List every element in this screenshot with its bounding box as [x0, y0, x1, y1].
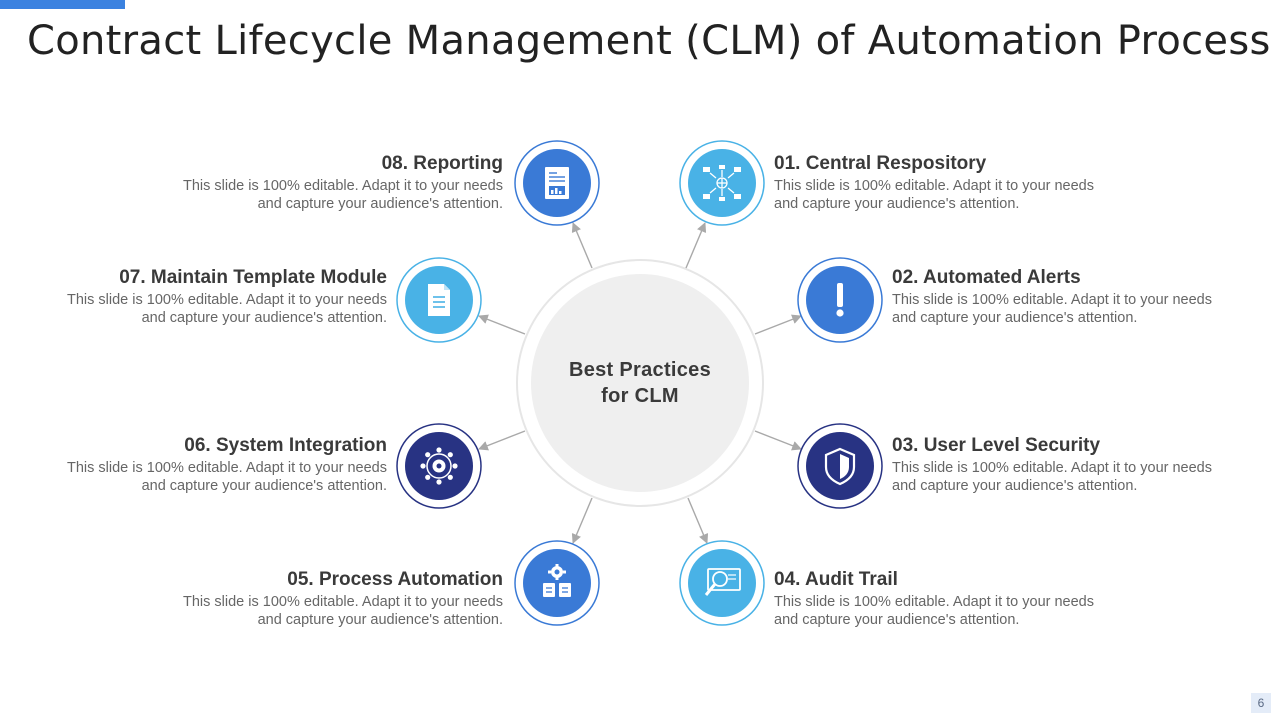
item-title: 01. Central Respository [774, 153, 987, 174]
item-description: This slide is 100% editable. Adapt it to… [67, 292, 387, 326]
hub-label-line-2: for CLM [601, 385, 679, 407]
node-01 [679, 140, 765, 226]
connector-04 [687, 497, 709, 544]
item-description: This slide is 100% editable. Adapt it to… [892, 292, 1212, 326]
item-user-level-security: 03. User Level Security This slide is 10… [892, 434, 1237, 495]
connector-03 [754, 430, 802, 451]
hub [516, 259, 764, 507]
item-description: This slide is 100% editable. Adapt it to… [774, 594, 1094, 628]
item-description: This slide is 100% editable. Adapt it to… [183, 594, 503, 628]
item-title: 06. System Integration [184, 435, 387, 456]
magnifier-monitor-icon [704, 568, 741, 596]
node-04 [679, 540, 765, 626]
node-07 [396, 257, 482, 343]
item-automated-alerts: 02. Automated Alerts This slide is 100% … [892, 266, 1237, 327]
document-icon [428, 284, 450, 316]
slide-title: Contract Lifecycle Management (CLM) of A… [27, 18, 1271, 64]
item-audit-trail: 04. Audit Trail This slide is 100% edita… [774, 568, 1119, 629]
connector-05 [571, 497, 593, 544]
item-description: This slide is 100% editable. Adapt it to… [67, 460, 387, 494]
item-system-integration: 06. System Integration This slide is 100… [42, 434, 387, 495]
connectors [478, 222, 802, 544]
item-description: This slide is 100% editable. Adapt it to… [774, 178, 1094, 212]
connector-06 [478, 430, 526, 451]
gear-documents-icon [543, 564, 571, 597]
hub-label-line-1: Best Practices [568, 359, 712, 381]
item-title: 03. User Level Security [892, 435, 1101, 456]
connector-07 [478, 314, 526, 335]
node-02 [797, 257, 883, 343]
item-maintain-template-module: 07. Maintain Template Module This slide … [42, 266, 387, 327]
report-icon [545, 167, 569, 199]
gear-network-icon [420, 447, 458, 485]
node-03 [797, 423, 883, 509]
network-icon [703, 165, 741, 201]
node-06 [396, 423, 482, 509]
item-description: This slide is 100% editable. Adapt it to… [892, 460, 1212, 494]
connector-02 [754, 314, 802, 335]
item-title: 02. Automated Alerts [892, 267, 1081, 288]
item-title: 07. Maintain Template Module [119, 267, 387, 288]
item-description: This slide is 100% editable. Adapt it to… [183, 178, 503, 212]
item-title: 08. Reporting [381, 153, 503, 174]
exclamation-icon [836, 283, 844, 317]
connector-08 [571, 222, 593, 269]
top-accent-bar [0, 0, 125, 9]
item-process-automation: 05. Process Automation This slide is 100… [158, 568, 503, 629]
item-central-repository: 01. Central Respository This slide is 10… [774, 152, 1119, 213]
item-title: 05. Process Automation [287, 569, 503, 590]
shield-icon [824, 447, 856, 486]
connector-01 [685, 222, 707, 269]
node-08 [514, 140, 600, 226]
item-title: 04. Audit Trail [774, 569, 898, 590]
page-number: 6 [1251, 693, 1271, 713]
hub-label: Best Practices for CLM [560, 357, 720, 409]
item-reporting: 08. Reporting This slide is 100% editabl… [158, 152, 503, 213]
node-05 [514, 540, 600, 626]
